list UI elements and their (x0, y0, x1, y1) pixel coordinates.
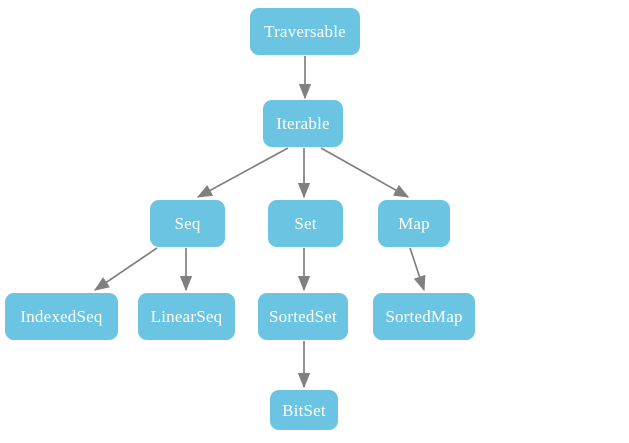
node-bitset[interactable]: BitSet (270, 390, 338, 430)
node-map[interactable]: Map (378, 200, 450, 247)
node-label: BitSet (282, 400, 326, 420)
node-seq[interactable]: Seq (150, 200, 225, 247)
node-traversable[interactable]: Traversable (250, 8, 360, 55)
edge-map-to-sortedmap (409, 247, 426, 292)
node-linearseq[interactable]: LinearSeq (138, 293, 235, 340)
node-label: SortedSet (269, 307, 337, 326)
node-label: Traversable (264, 22, 346, 41)
node-label: Set (294, 214, 317, 233)
node-label: Seq (174, 214, 201, 233)
node-label: LinearSeq (150, 307, 223, 326)
node-sortedmap[interactable]: SortedMap (373, 293, 475, 340)
node-label: Iterable (276, 114, 330, 133)
edge-iterable-to-seq (196, 147, 289, 198)
node-label: Map (398, 214, 430, 233)
edge-seq-to-indexedseq (93, 247, 158, 291)
node-iterable[interactable]: Iterable (263, 100, 343, 147)
node-sortedset[interactable]: SortedSet (258, 293, 348, 340)
node-label: SortedMap (385, 307, 463, 326)
node-indexedseq[interactable]: IndexedSeq (5, 293, 118, 340)
node-set[interactable]: Set (268, 200, 343, 247)
edge-iterable-to-map (320, 147, 410, 198)
node-label: IndexedSeq (20, 307, 103, 326)
